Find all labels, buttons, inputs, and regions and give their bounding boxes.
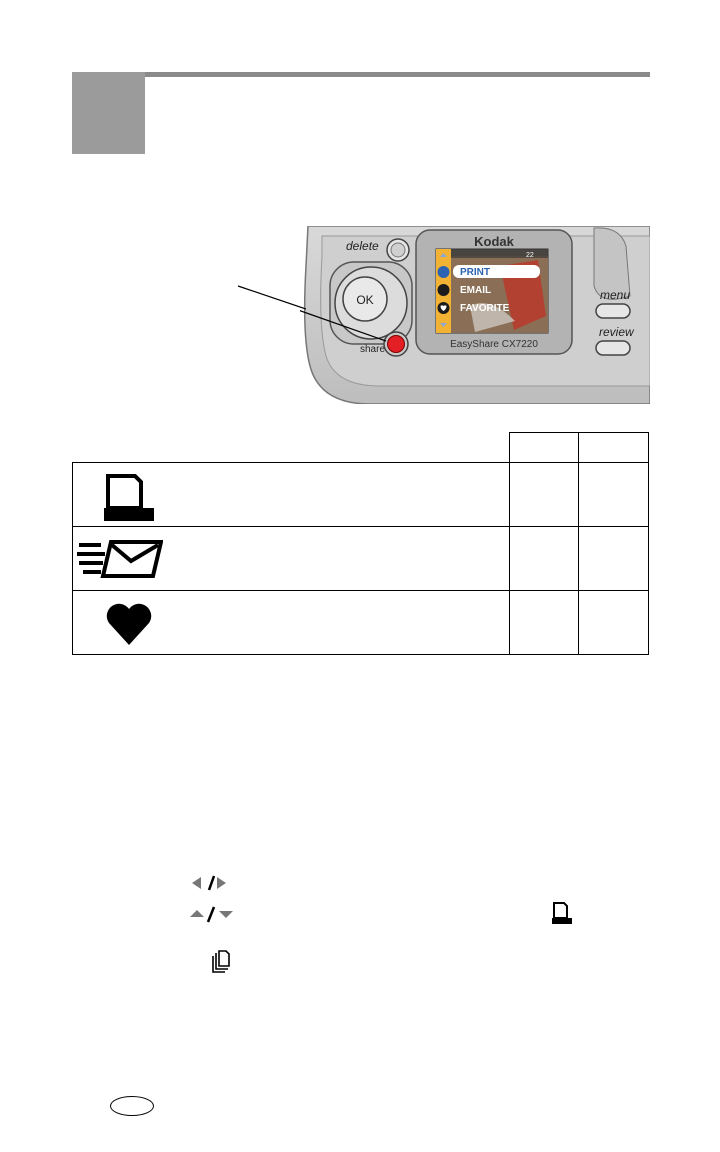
review-button [595,340,631,356]
menu-button [595,303,631,319]
ok-button [342,276,388,322]
table-header-cell [578,432,649,463]
email-icon [77,540,163,578]
table-row-print [72,462,510,527]
delete-label: delete [346,239,379,253]
share-button [387,335,405,353]
ok-label: OK [356,293,373,307]
printer-icon [104,474,154,521]
chapter-tab [72,72,145,154]
lcd-menu-item-favorite: FAVORITE [460,303,510,314]
printer-small-icon [552,902,572,924]
page-number-oval [110,1096,154,1116]
model-label: EasyShare CX7220 [450,339,538,350]
lcd-status-count: 22 [526,252,534,259]
table-row-email [72,526,510,591]
up-down-arrows-icon [190,906,233,923]
share-callout-line [237,285,306,310]
left-right-arrows-icon [192,875,226,891]
table-cell [578,462,649,527]
table-row-favorite [72,590,510,655]
share-options-table [72,432,649,655]
lcd-menu-selection [453,265,540,278]
lcd-menu-item-print: PRINT [460,267,490,278]
heart-icon [106,603,152,645]
share-label: share [360,344,385,355]
menu-label: menu [600,288,630,302]
table-header-cell [509,432,579,463]
brand-logo: Kodak [474,234,515,249]
review-label: review [599,325,635,339]
copies-icon [212,950,230,973]
table-cell [509,526,579,591]
lcd-menu-item-email: EMAIL [460,285,491,296]
camera-back-illustration: delete OK share Kodak EasyShare CX7220 2… [300,226,650,404]
header-rule [145,72,650,77]
table-cell [578,526,649,591]
table-cell [578,590,649,655]
table-cell [509,462,579,527]
table-cell [509,590,579,655]
